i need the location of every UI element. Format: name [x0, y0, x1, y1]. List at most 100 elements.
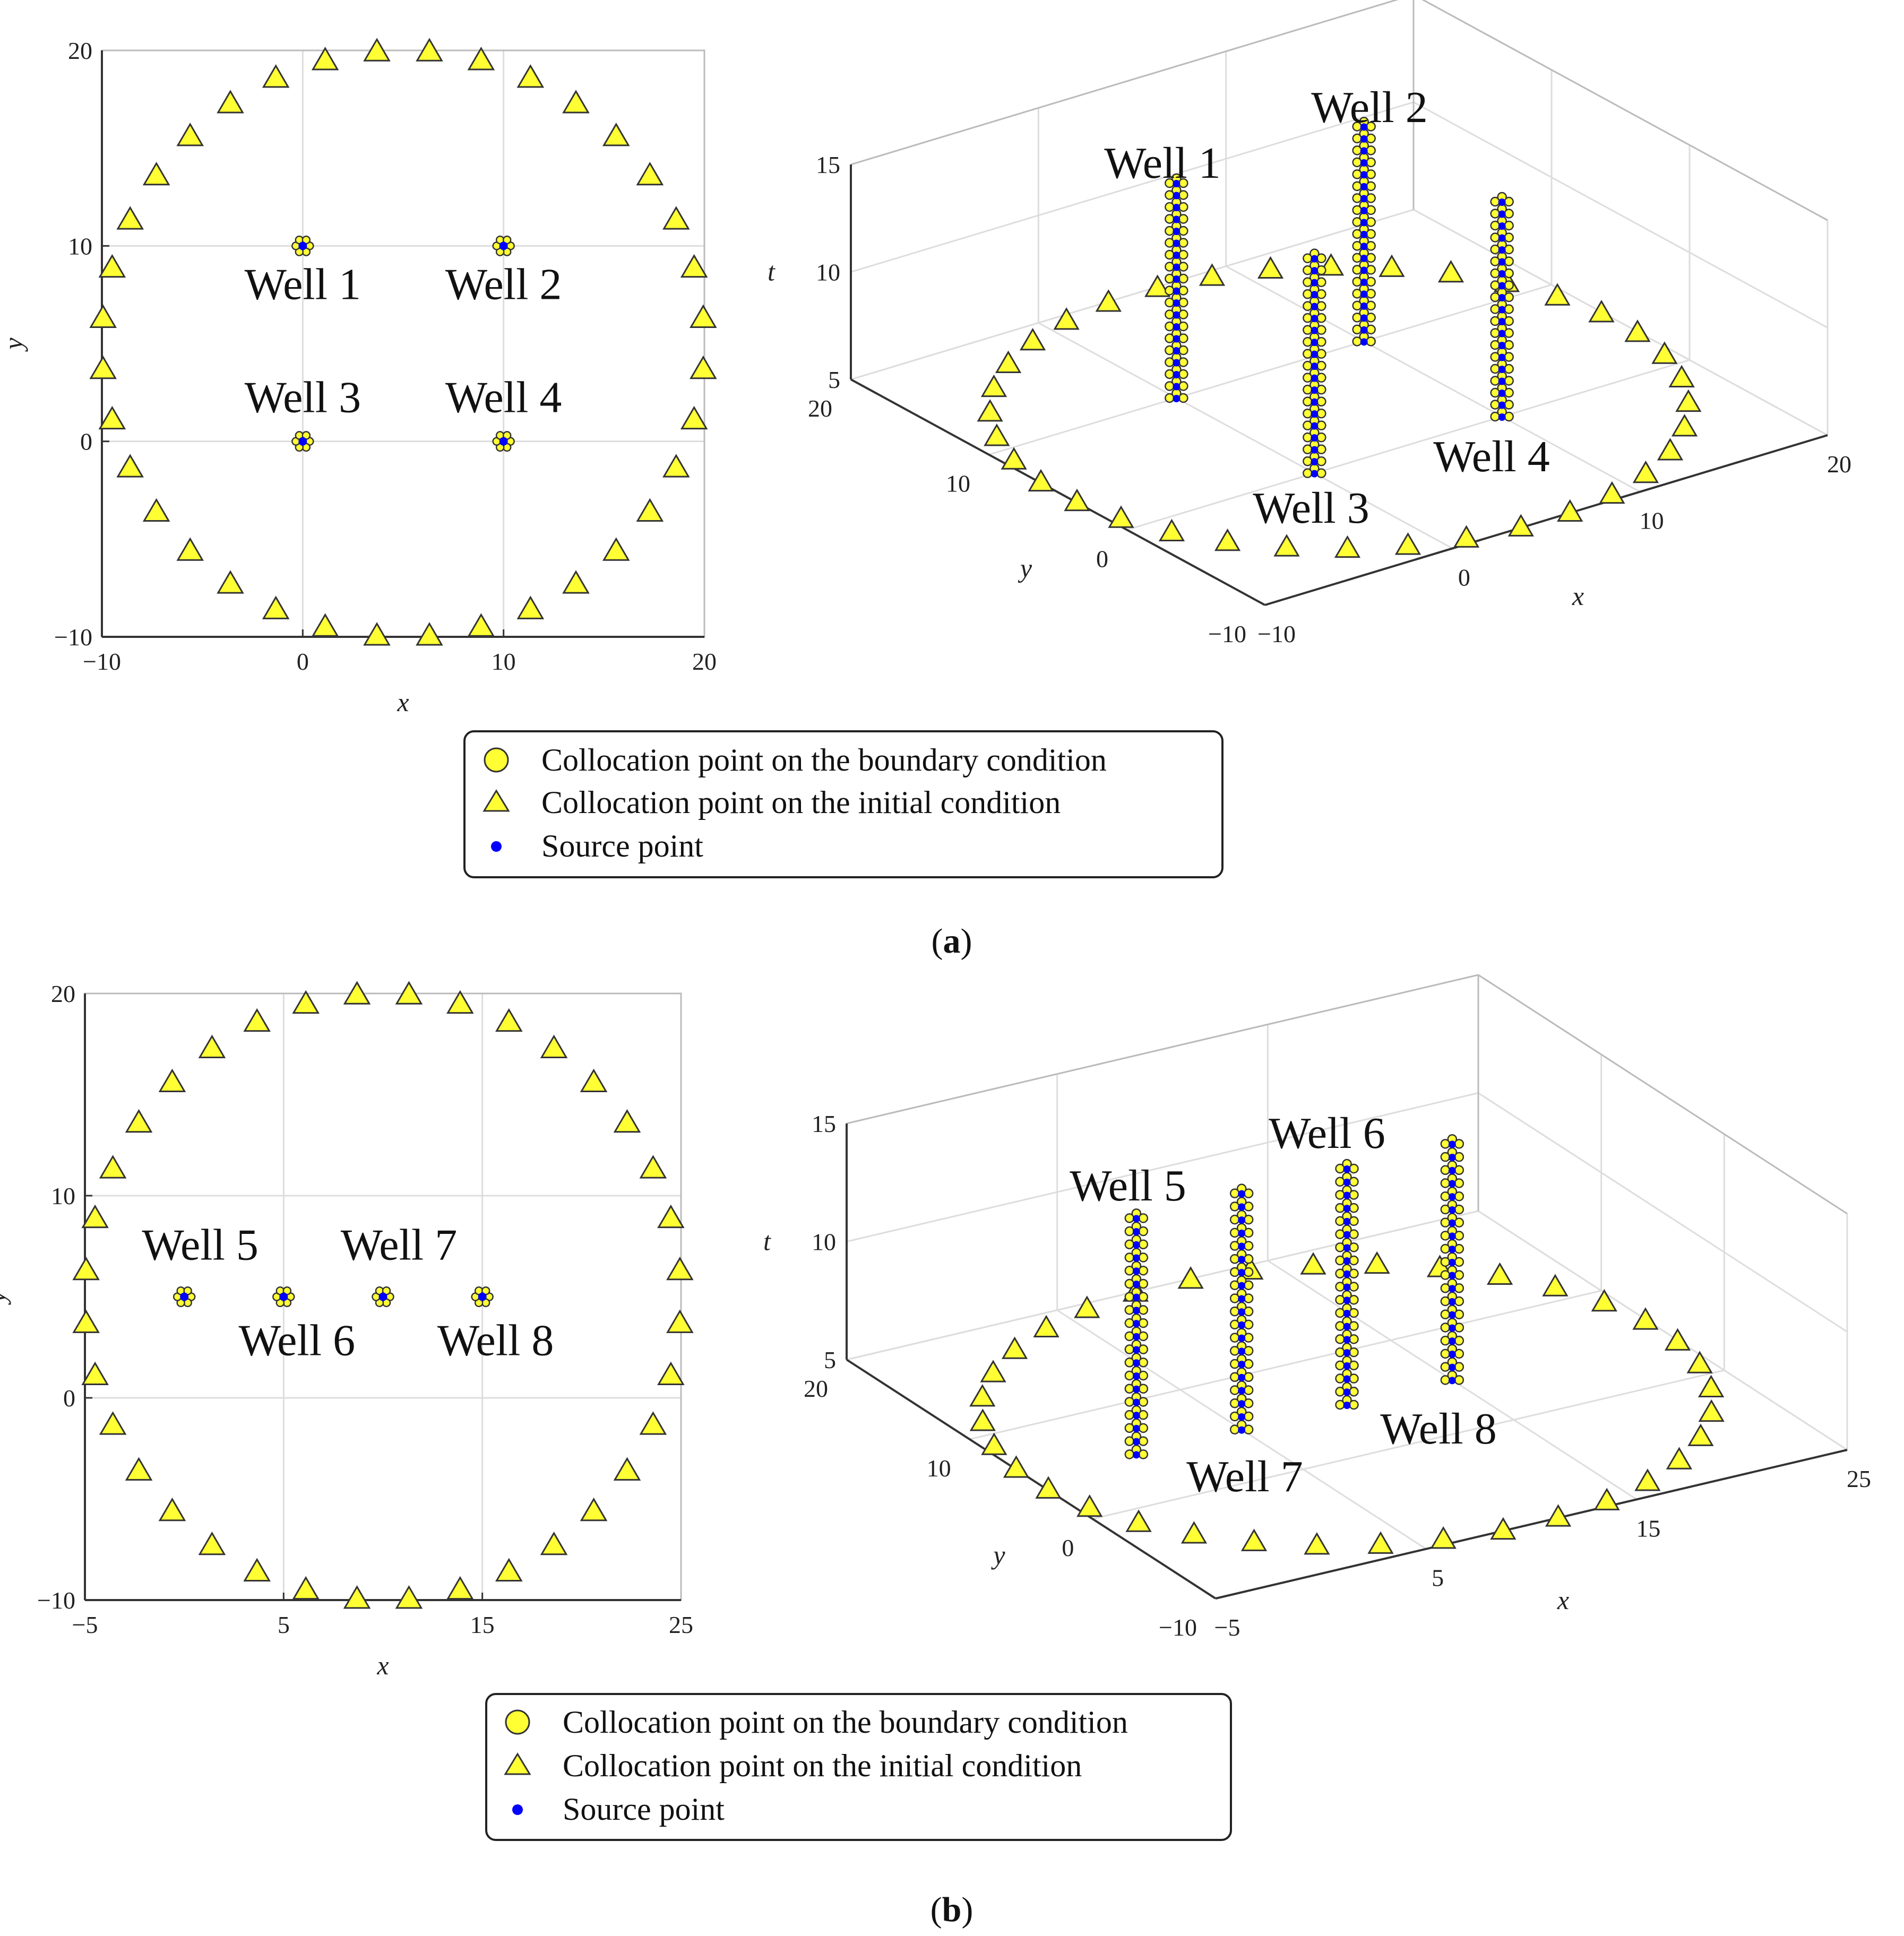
grid-line-wall — [1413, 101, 1828, 329]
initial-collocation-point — [89, 355, 117, 379]
y-tick-label: 20 — [804, 1375, 828, 1402]
source-point — [1132, 1333, 1140, 1341]
source-point — [1311, 434, 1319, 442]
caption-b: (b) — [931, 1890, 973, 1929]
source-point — [1132, 1293, 1140, 1301]
initial-collocation-point — [292, 990, 320, 1014]
source-point — [1132, 1372, 1140, 1380]
grid-line-floor — [1126, 359, 1690, 531]
initial-collocation-point — [1144, 274, 1171, 297]
initial-collocation-point — [1240, 1528, 1268, 1551]
initial-collocation-point — [1181, 1521, 1208, 1544]
initial-collocation-point — [657, 1361, 685, 1386]
initial-collocation-point — [613, 1457, 641, 1481]
grid-line-wall — [850, 101, 1414, 273]
x-tick-label: 10 — [492, 648, 516, 675]
source-point — [1173, 371, 1181, 378]
source-point — [1238, 1321, 1246, 1329]
y-axis-label: y — [990, 1540, 1005, 1570]
initial-collocation-point — [540, 1531, 568, 1555]
grid-line-floor — [1225, 265, 1641, 492]
source-point — [1498, 318, 1506, 325]
z-tick-label: 10 — [816, 259, 840, 286]
initial-collocation-point — [99, 1411, 127, 1435]
y-axis — [850, 378, 1265, 606]
source-point — [1238, 1203, 1246, 1211]
initial-collocation-point — [1125, 1509, 1152, 1532]
well-label: Well 7 — [1186, 1452, 1303, 1501]
initial-collocation-point — [98, 254, 126, 278]
initial-collocation-point — [1651, 341, 1678, 364]
source-point — [1343, 1244, 1351, 1252]
initial-collocation-point — [72, 1309, 100, 1333]
initial-collocation-point — [662, 206, 690, 230]
source-point — [1360, 302, 1368, 310]
source-point — [1448, 1258, 1456, 1266]
source-point — [1498, 306, 1506, 314]
y-axis-label: y — [0, 1291, 11, 1306]
caption-a-letter: a — [943, 922, 961, 961]
initial-collocation-point — [343, 1585, 371, 1609]
source-point — [1498, 198, 1506, 206]
initial-collocation-point — [416, 622, 443, 646]
source-point — [1238, 1295, 1246, 1303]
initial-collocation-point — [395, 981, 423, 1005]
source-point — [1311, 302, 1319, 310]
source-point — [1343, 1297, 1351, 1304]
source-point — [1343, 1191, 1351, 1199]
source-point — [1360, 338, 1368, 346]
initial-collocation-point — [217, 90, 244, 114]
x-tick-label: 20 — [1827, 451, 1851, 478]
well-label: Well 2 — [445, 260, 562, 309]
initial-collocation-point — [1430, 1526, 1457, 1549]
source-point — [1498, 390, 1506, 397]
initial-collocation-point — [1666, 1447, 1693, 1470]
initial-collocation-point — [467, 47, 495, 71]
initial-collocation-point — [1199, 263, 1226, 286]
source-point — [1360, 195, 1368, 203]
legend-source-marker — [512, 1804, 523, 1815]
source-point — [1343, 1178, 1351, 1186]
x-tick-label: −10 — [83, 648, 121, 675]
initial-collocation-point — [1076, 1494, 1103, 1517]
x-tick-label: 25 — [669, 1611, 693, 1638]
source-point — [1343, 1257, 1351, 1265]
source-point — [1498, 413, 1506, 421]
source-point — [1343, 1217, 1351, 1225]
source-point — [1238, 1242, 1246, 1250]
initial-collocation-point — [1304, 1532, 1330, 1555]
initial-collocation-point — [311, 47, 339, 71]
initial-collocation-point — [690, 304, 717, 328]
x-tick-label: 15 — [1636, 1515, 1660, 1542]
legend-boundary-marker — [484, 747, 509, 773]
source-point — [1360, 290, 1368, 298]
initial-collocation-point — [995, 350, 1022, 373]
initial-collocation-point — [980, 374, 1007, 397]
well-label: Well 6 — [1269, 1109, 1385, 1158]
source-point — [1360, 206, 1368, 214]
z-tick-label: 5 — [824, 1346, 836, 1373]
source-point — [1448, 1219, 1456, 1227]
initial-collocation-point — [1542, 1274, 1569, 1297]
source-point — [1448, 1298, 1456, 1306]
source-point — [1311, 410, 1319, 418]
initial-collocation-point — [680, 254, 708, 278]
x-tick-label: 0 — [1458, 564, 1470, 591]
source-point — [1132, 1215, 1140, 1223]
box-edge — [846, 974, 1479, 1125]
source-point — [1343, 1165, 1351, 1173]
source-point — [1238, 1229, 1246, 1237]
y-tick-label: 20 — [808, 395, 832, 422]
initial-collocation-point — [1019, 327, 1046, 351]
initial-collocation-point — [1028, 469, 1054, 492]
source-point — [1238, 1347, 1246, 1355]
initial-collocation-point — [311, 613, 339, 637]
initial-collocation-point — [977, 399, 1003, 422]
source-point — [1360, 123, 1368, 131]
source-point — [1448, 1166, 1456, 1174]
initial-collocation-point — [217, 570, 244, 594]
legend-initial-label: Collocation point on the initial conditi… — [563, 1748, 1082, 1783]
initial-collocation-point — [99, 1155, 127, 1179]
